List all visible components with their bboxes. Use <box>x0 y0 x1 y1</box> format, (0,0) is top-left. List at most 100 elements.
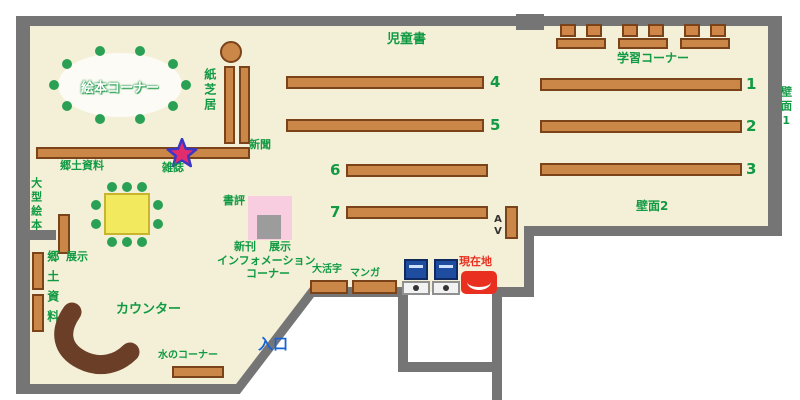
shelf-number-6: 6 <box>330 161 341 179</box>
stool-dot <box>122 182 132 192</box>
study-desk <box>556 38 606 49</box>
stool-dot <box>168 101 178 111</box>
stool-dot <box>135 114 145 124</box>
wall-strip-right <box>524 226 534 296</box>
manga-shelf <box>352 280 397 294</box>
picture-book-corner-label: 絵本コーナー <box>80 81 159 96</box>
study-chair <box>710 24 726 37</box>
manga-label: マンガ <box>350 268 380 279</box>
stool-dot <box>135 46 145 56</box>
book-review-label: 書評 <box>223 194 245 207</box>
stool-dot <box>62 101 72 111</box>
stool-dot <box>91 200 101 210</box>
new-books-label: 新刊 <box>234 240 256 253</box>
wall-vestibule-left <box>398 287 408 372</box>
kamishibai-shelf <box>239 66 250 144</box>
local-materials-shelf <box>32 294 44 332</box>
counter-label: カウンター <box>116 302 182 317</box>
stool-dot <box>168 59 178 69</box>
wall-bottom-left <box>16 384 240 394</box>
information-corner-label-line2: コーナー <box>246 267 290 280</box>
picture-book-table <box>58 53 182 117</box>
shelf-number-7: 7 <box>330 203 341 221</box>
wall-vestibule-top <box>492 287 534 297</box>
study-chair <box>622 24 638 37</box>
stool-dot <box>122 237 132 247</box>
water-corner-label: 水のコーナー <box>158 350 218 361</box>
study-corner-label: 学習コーナー <box>617 51 690 65</box>
display-stand <box>257 215 281 239</box>
shelf-number-5: 5 <box>490 116 501 134</box>
stool-dot <box>153 200 163 210</box>
study-chair <box>560 24 576 37</box>
childrens-books-label: 児童書 <box>387 32 427 47</box>
magazine-shelf <box>36 147 250 159</box>
search-terminal-base <box>432 281 460 295</box>
shelf-number-2: 2 <box>746 117 757 135</box>
stool-dot <box>137 237 147 247</box>
stool-dot <box>62 59 72 69</box>
wall1-label: 壁面1 <box>779 86 793 130</box>
display-label: 展示 <box>269 240 291 253</box>
wall-left <box>16 16 30 394</box>
local-materials-shelf <box>32 252 44 290</box>
kamishibai-table <box>220 41 242 63</box>
av-shelf <box>505 206 518 239</box>
local-materials-side-label: 郷土資料 <box>45 250 60 330</box>
stool-dot <box>107 237 117 247</box>
search-terminal-screen <box>434 259 458 280</box>
current-location-label: 現在地 <box>459 255 492 268</box>
stool-dot <box>95 114 105 124</box>
bookshelf-2 <box>540 120 742 133</box>
stool-dot <box>95 46 105 56</box>
wall-left-stub <box>16 230 56 240</box>
study-chair <box>648 24 664 37</box>
study-chair <box>586 24 602 37</box>
search-terminal-base <box>402 281 430 295</box>
wall2-label: 壁面2 <box>636 199 669 213</box>
water-corner-shelf <box>172 366 224 378</box>
wall-top <box>30 16 770 26</box>
entrance-label: 入口 <box>258 335 289 353</box>
stool-dot <box>181 80 191 90</box>
local-materials-top-label: 郷土資料 <box>60 159 104 172</box>
stool-dot <box>137 182 147 192</box>
av-label: AV <box>492 214 504 238</box>
shelf-number-4: 4 <box>490 73 501 91</box>
large-picture-books-label: 大型絵本 <box>29 177 43 233</box>
newspaper-label: 新聞 <box>249 138 271 151</box>
stool-dot <box>153 219 163 229</box>
kamishibai-label: 紙芝居 <box>202 68 217 113</box>
exhibit-shelf <box>58 214 70 254</box>
bookshelf-1 <box>540 78 742 91</box>
wall-hekimen2 <box>528 226 782 236</box>
bookshelf-5 <box>286 119 484 132</box>
large-print-shelf <box>310 280 348 294</box>
stool-dot <box>107 182 117 192</box>
study-chair <box>684 24 700 37</box>
exhibit-label: 展示 <box>66 250 88 263</box>
wall-top-pillar <box>516 14 544 30</box>
bookshelf-7 <box>346 206 488 219</box>
bookshelf-3 <box>540 163 742 176</box>
search-terminal-screen <box>404 259 428 280</box>
stool-dot <box>91 219 101 229</box>
bookshelf-6 <box>346 164 488 177</box>
large-print-label: 大活字 <box>312 264 342 275</box>
counter-shape <box>54 302 140 375</box>
wall-vestibule-right <box>492 287 502 400</box>
stool-dot <box>49 80 59 90</box>
magazine-label: 雑誌 <box>162 161 184 174</box>
shelf-number-3: 3 <box>746 160 757 178</box>
current-location-marker <box>461 271 497 294</box>
wall-right <box>768 16 782 236</box>
reading-table <box>104 193 150 235</box>
kamishibai-shelf <box>224 66 235 144</box>
study-desk <box>680 38 730 49</box>
magazine-star-icon <box>166 138 198 168</box>
study-desk <box>618 38 668 49</box>
bookshelf-4 <box>286 76 484 89</box>
wall-vestibule-bottom <box>398 362 502 372</box>
shelf-number-1: 1 <box>746 75 757 93</box>
